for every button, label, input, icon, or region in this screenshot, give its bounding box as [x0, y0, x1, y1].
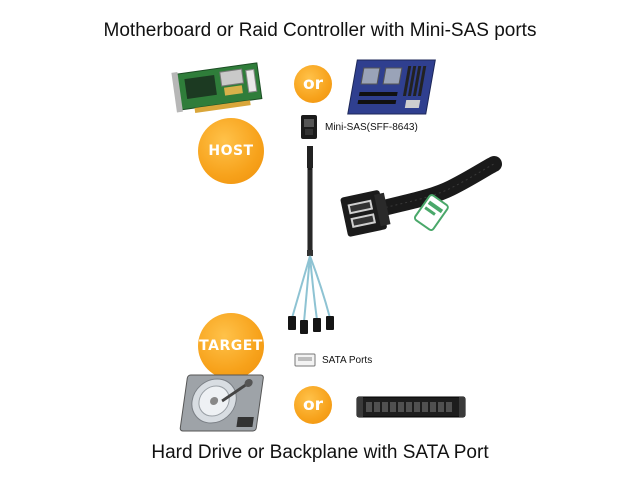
- or-text-top: or: [302, 74, 324, 94]
- hard-drive-icon: [179, 374, 264, 432]
- rack-backplane-icon: [356, 396, 466, 418]
- sata-strand-1: [291, 255, 311, 319]
- cable-split: [307, 250, 313, 256]
- mini-sas-connector-icon: [301, 115, 317, 139]
- host-badge: HOST: [198, 118, 264, 184]
- sata-strand-2: [303, 255, 311, 323]
- sata-plug-2: [300, 320, 308, 334]
- sata-plug-1: [288, 316, 296, 330]
- host-badge-text: HOST: [208, 143, 254, 159]
- mini-sas-closeup-icon: [340, 156, 502, 237]
- top-title: Motherboard or Raid Controller with Mini…: [103, 20, 537, 41]
- sata-plug-4: [326, 316, 334, 330]
- sata-strand-3: [309, 255, 318, 321]
- target-badge: TARGET: [198, 313, 264, 379]
- sata-label: SATA Ports: [322, 355, 373, 366]
- cable-trunk-strands: [308, 170, 312, 252]
- cable-fanout: [288, 146, 334, 334]
- or-badge-top: or: [294, 65, 332, 103]
- bottom-title: Hard Drive or Backplane with SATA Port: [151, 442, 489, 463]
- or-text-bottom: or: [302, 395, 324, 415]
- sata-port-icon: [294, 353, 316, 367]
- server-motherboard-icon: [347, 59, 436, 115]
- mini-sas-label: Mini-SAS(SFF-8643): [325, 122, 418, 133]
- sata-strand-4: [309, 255, 331, 319]
- sata-plug-3: [313, 318, 321, 332]
- raid-controller-card-icon: [171, 62, 263, 113]
- or-badge-bottom: or: [294, 386, 332, 424]
- cable-tag: [413, 194, 449, 232]
- cable-top-housing: [307, 146, 313, 168]
- target-badge-text: TARGET: [199, 338, 263, 354]
